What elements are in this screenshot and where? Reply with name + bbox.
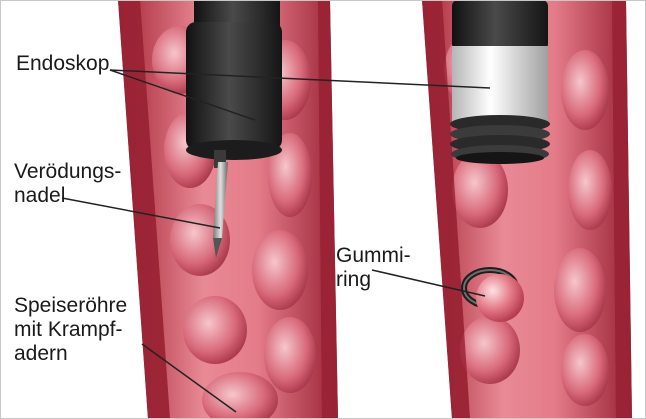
label-veroedungsnadel-line1: Verödungs- bbox=[14, 160, 121, 184]
label-gummiring-line2: ring bbox=[336, 268, 411, 292]
label-speiseroehre-line3: adern bbox=[14, 342, 127, 366]
label-veroedungsnadel: Verödungs- nadel bbox=[14, 160, 121, 208]
label-gummiring-line1: Gummi- bbox=[336, 244, 411, 268]
label-speiseroehre: Speiseröhre mit Krampf- adern bbox=[14, 294, 127, 366]
label-endoskop: Endoskop bbox=[16, 52, 109, 76]
label-veroedungsnadel-line2: nadel bbox=[14, 184, 121, 208]
label-gummiring: Gummi- ring bbox=[336, 244, 411, 292]
right-endoscope bbox=[450, 0, 550, 164]
label-speiseroehre-line2: mit Krampf- bbox=[14, 318, 127, 342]
label-speiseroehre-line1: Speiseröhre bbox=[14, 294, 127, 318]
left-endoscope bbox=[186, 0, 282, 168]
